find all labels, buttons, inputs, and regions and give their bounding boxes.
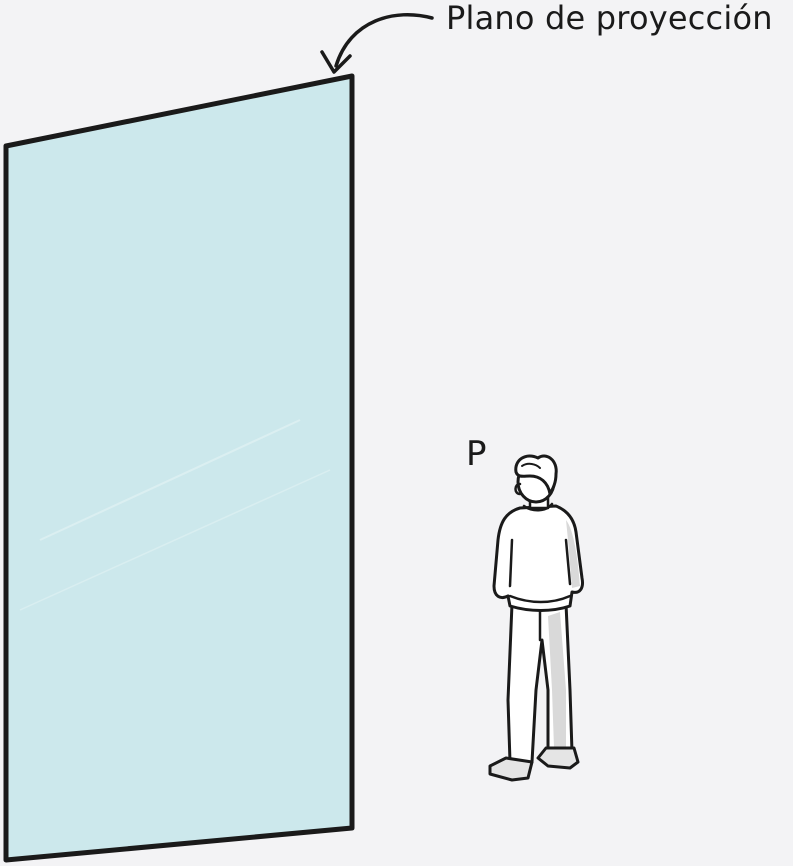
projection-plane	[6, 76, 352, 860]
person-standing-back-icon	[490, 456, 583, 780]
person-jacket	[494, 506, 583, 611]
projection-plane-label: Plano de proyección	[446, 2, 773, 34]
projection-plane-surface	[6, 76, 352, 860]
person-right-shoe	[538, 748, 578, 768]
point-p-label: P	[466, 437, 487, 471]
curved-arrow-icon	[322, 15, 432, 72]
person-left-shoe	[490, 758, 532, 780]
